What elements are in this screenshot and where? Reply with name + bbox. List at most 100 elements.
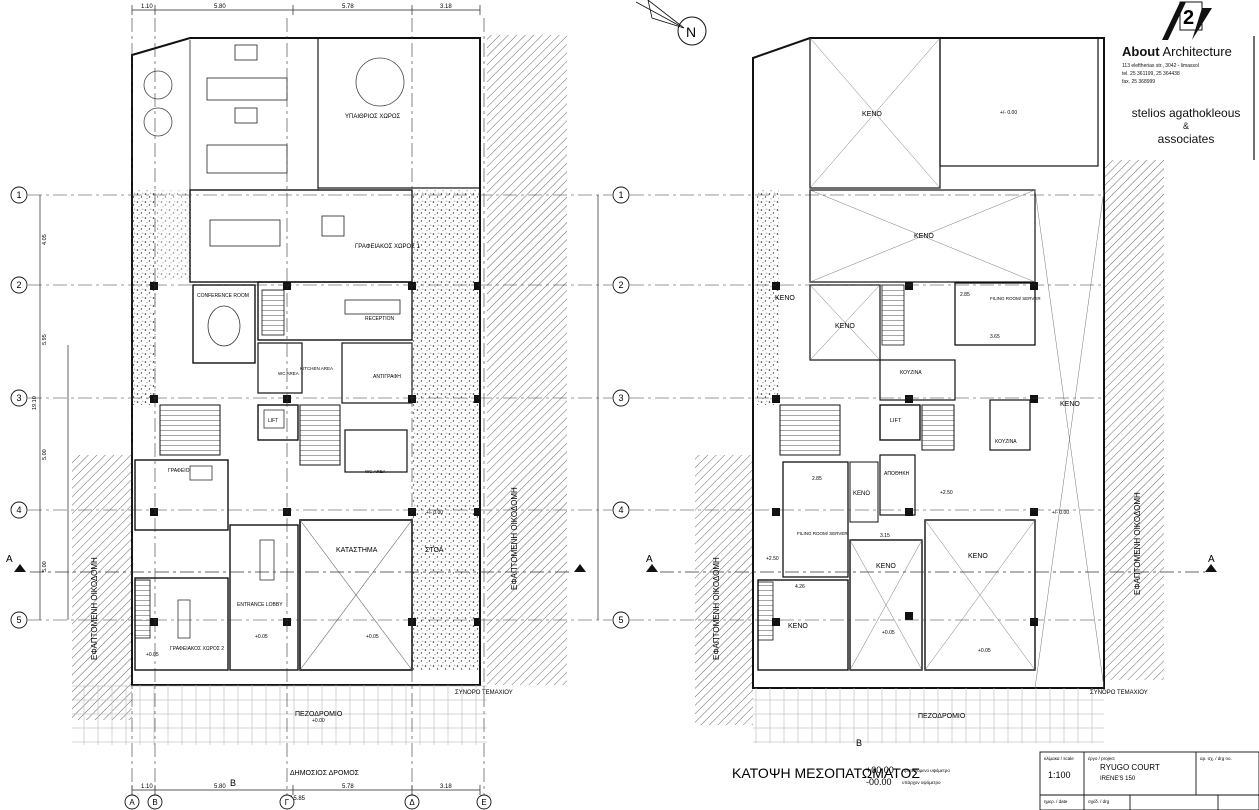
top-dimension-chain <box>131 5 481 15</box>
void-label-6: ΚΕΝΟ <box>968 553 988 560</box>
svg-text:5: 5 <box>16 615 21 625</box>
room-label-courtyard: ΥΠΑΙΘΡΙΟΣ ΧΩΡΟΣ <box>345 114 401 120</box>
svg-text:4: 4 <box>618 505 623 515</box>
dim-bottom-2: 5.80 <box>214 784 226 790</box>
svg-text:+0.05: +0.05 <box>146 652 159 658</box>
north-label: N <box>686 24 696 40</box>
svg-text:Γ: Γ <box>285 798 290 807</box>
neighbour-hatch-left-r <box>695 455 753 725</box>
section-arrow-right-a <box>646 564 658 572</box>
side-dim-2: 5.95 <box>42 334 48 345</box>
firm-address-line-3: fax. 25 368999 <box>1122 79 1156 85</box>
planter-1 <box>143 70 173 100</box>
svg-text:1: 1 <box>618 190 623 200</box>
office-desk <box>189 465 213 481</box>
dim-bottom-4: 3.18 <box>440 784 452 790</box>
svg-text:3: 3 <box>16 393 21 403</box>
courtyard <box>317 37 481 189</box>
room-label-copy: ΑΝΤΙΓΡΑΦΗ <box>373 374 401 380</box>
section-label-right-a2: Α <box>1208 554 1215 565</box>
left-floor-plan: 1.10 5.80 5.78 3.18 ΕΦΑΠΤΟΜΕΝΗ ΟΙΚΟΔΟΜΗ … <box>6 4 586 802</box>
courtyard-tree <box>355 57 405 107</box>
side-dim-1: 4.05 <box>42 234 48 245</box>
associates-amp: & <box>1182 121 1189 131</box>
bottom-dimension-chain <box>131 785 481 795</box>
tb-scale-label: κλίμακα / scale <box>1044 756 1074 761</box>
kitchen-r <box>879 359 956 401</box>
right-floor-plan: ΕΦΑΠΤΟΜΕΝΗ ΟΙΚΟΔΟΜΗ ΕΦΑΠΤΟΜΕΝΗ ΟΙΚΟΔΟΜΗ … <box>646 37 1217 748</box>
levels-legend: +00.00 -00.00 προτεινόμενο υψόμετρο υπάρ… <box>866 765 950 787</box>
level-markers-right: +2.50 +2.50 +0.05 +0.05 +/- 0.00 +/- 0.0… <box>766 110 1069 654</box>
neighbour-hatch-right <box>487 35 567 685</box>
level-markers-left: +0.05 +0.05 +0.05 +0.00 +/- 0.00 <box>146 510 443 724</box>
svg-text:2: 2 <box>618 280 623 290</box>
gravel-strip-east <box>412 190 480 670</box>
firm-name-bold: About <box>1122 44 1160 59</box>
side-dim-total: 19.10 <box>32 396 38 410</box>
firm-name: About Architecture <box>1122 44 1232 59</box>
svg-text:Δ: Δ <box>409 798 415 807</box>
copy-room <box>341 342 413 404</box>
associates-line-1: stelios agathokleous <box>1131 106 1241 120</box>
stair-lower-r <box>757 581 774 641</box>
room-label-office-2: ΓΡΑΦΕΙΑΚΟΣ ΧΩΡΟΣ 2 <box>170 646 224 652</box>
svg-text:+/- 0.00: +/- 0.00 <box>1000 110 1017 116</box>
room-label-kitchen: KITCHEN AREA <box>300 366 333 371</box>
office-room <box>134 459 229 531</box>
neighbour-label-right: ΕΦΑΠΤΟΜΕΝΗ ΟΙΚΟΔΟΜΗ <box>510 487 519 590</box>
room-label-filing-lower: FILING ROOM/ SERVER <box>797 531 848 536</box>
lift-shaft <box>257 404 299 441</box>
svg-text:2: 2 <box>16 280 21 290</box>
gravel-strip-west <box>132 190 156 405</box>
firm-address-line-2: tel. 25 361199, 25 364438 <box>1122 71 1180 77</box>
svg-text:2.85: 2.85 <box>960 292 970 298</box>
pavement-label-r: ΠΕΖΟΔΡΟΜΙΟ <box>918 713 966 720</box>
svg-text:Ε: Ε <box>481 798 486 807</box>
filing-room-upper <box>954 282 1036 346</box>
neighbour-label-left: ΕΦΑΠΤΟΜΕΝΗ ΟΙΚΟΔΟΜΗ <box>90 557 99 660</box>
room-label-kitchen-r2: ΚΟΥΖΙΝΑ <box>995 439 1017 445</box>
room-label-shop: ΚΑΤΑΣΤΗΜΑ <box>336 547 378 554</box>
dim-top-4: 3.18 <box>440 4 452 10</box>
room-label-wc-upper: WC AREA <box>278 371 299 376</box>
void-label-5: ΚΕΝΟ <box>853 491 870 497</box>
section-label-left-a: Α <box>6 554 13 565</box>
firm-address-line-1: 113 eleftherias str., 3042 - limassol <box>1122 63 1199 69</box>
svg-text:4.26: 4.26 <box>795 584 805 590</box>
reception-desk <box>344 299 401 315</box>
lift-shaft-r <box>879 404 921 441</box>
void-label-east: ΚΕΝΟ <box>1060 401 1080 408</box>
dim-bottom-3: 5.78 <box>342 784 354 790</box>
tb-drawing-label: σχέδ. / drg <box>1088 798 1110 804</box>
lift-car <box>263 409 285 429</box>
dim-bottom-1: 1.10 <box>141 784 153 790</box>
main-stair-left <box>159 404 221 456</box>
void-label-7: ΚΕΝΟ <box>876 563 896 570</box>
void-lower-right <box>924 519 1036 671</box>
tb-change-label: αρ. σχ. / drg no. <box>1200 756 1232 761</box>
gravel-strip-r <box>757 190 779 405</box>
side-dim-4: 5.00 <box>42 561 48 572</box>
drawing-title: ΚΑΤΟΨΗ ΜΕΣΟΠΑΤΩΜΑΤΟΣ <box>732 765 920 781</box>
title-block-frame <box>1039 751 1259 810</box>
svg-text:προτεινόμενο υψόμετρο: προτεινόμενο υψόμετρο <box>902 767 950 773</box>
room-label-lift-r: LIFT <box>890 418 902 424</box>
wc-area-upper <box>257 342 303 394</box>
firm-name-rest: Architecture <box>1162 44 1232 59</box>
void-top-right <box>939 37 1099 167</box>
grid-row-labels: 12 34 5 12 34 5 <box>16 190 623 625</box>
side-dimension-chain-left <box>39 195 69 620</box>
conference-table <box>207 305 241 347</box>
room-label-conference: CONFERENCE ROOM <box>197 293 249 299</box>
office-2-stair <box>134 579 151 639</box>
grid-bubbles-cols <box>124 794 492 810</box>
svg-text:υπάρχον υψόμετρο: υπάρχον υψόμετρο <box>902 779 941 785</box>
grid-lines-right <box>630 194 1104 621</box>
neighbour-hatch-right-r <box>1104 160 1164 680</box>
section-arrow-left-a <box>14 564 26 572</box>
structural-columns-right <box>772 282 1038 626</box>
room-label-lift: LIFT <box>268 418 278 424</box>
pavement-left <box>72 685 132 745</box>
grid-bubbles-rows <box>10 186 630 629</box>
filing-room-lower <box>782 461 849 578</box>
